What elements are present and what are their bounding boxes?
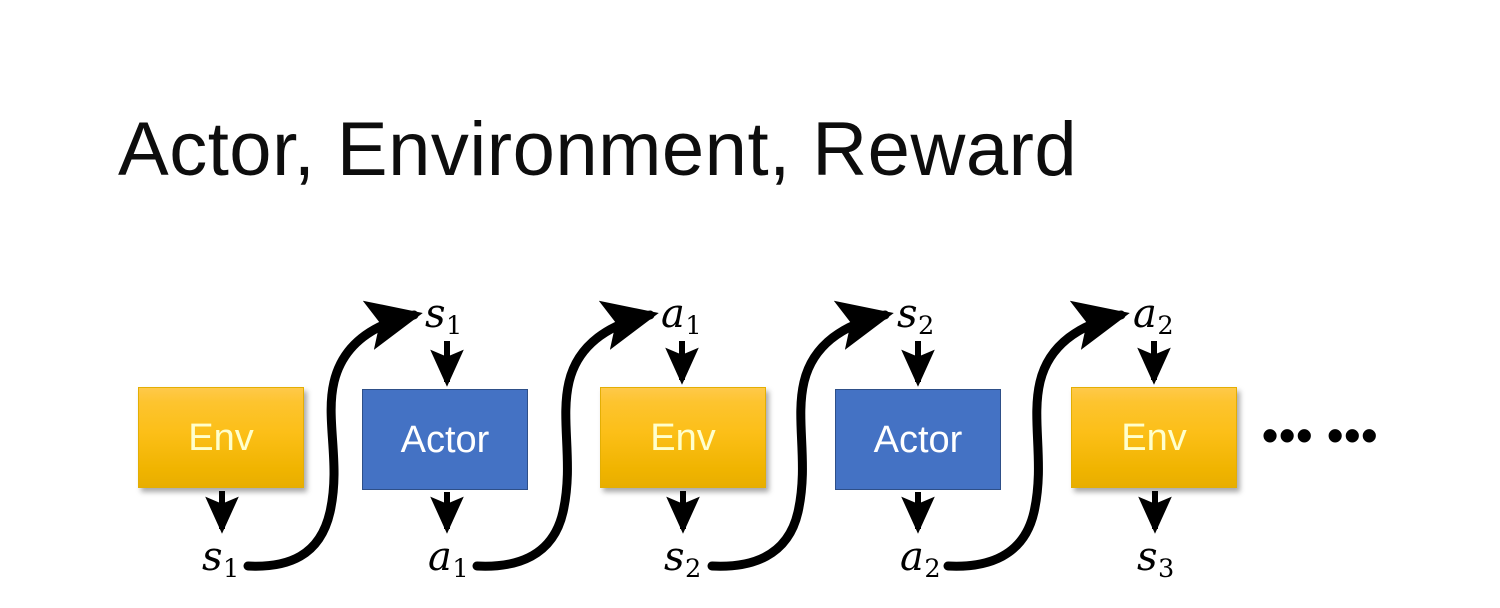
env-box-2-label: Env — [650, 416, 716, 459]
state-label-s2-bottom: s2 — [664, 537, 701, 583]
var-subscript: 3 — [1158, 554, 1175, 585]
var-subscript: 2 — [924, 554, 941, 585]
actor-box-2-label: Actor — [873, 418, 963, 461]
actor-box-2[interactable]: Actor — [835, 389, 1001, 490]
env-box-1[interactable]: Env — [138, 387, 304, 488]
feedback-curves — [243, 300, 1130, 571]
feedback-curve-3 — [707, 300, 894, 571]
action-label-a1-top: a1 — [661, 294, 702, 340]
action-label-a2-bottom: a2 — [900, 537, 941, 583]
env-box-2[interactable]: Env — [600, 387, 766, 488]
var-base: s — [897, 291, 918, 337]
env-box-3-label: Env — [1121, 416, 1187, 459]
feedback-curve-2 — [472, 300, 659, 571]
arrows-label-to-box — [430, 341, 1171, 387]
var-base: s — [664, 534, 685, 580]
arrows-box-to-label — [205, 491, 1172, 534]
var-subscript: 2 — [918, 311, 935, 342]
env-box-3[interactable]: Env — [1071, 387, 1237, 488]
feedback-curve-4 — [943, 300, 1130, 571]
state-label-s3-bottom: s3 — [1137, 537, 1174, 583]
var-subscript: 1 — [223, 554, 240, 585]
var-base: a — [900, 534, 924, 580]
var-subscript: 2 — [685, 554, 702, 585]
var-base: a — [661, 291, 685, 337]
var-subscript: 1 — [446, 311, 463, 342]
state-label-s1-top: s1 — [425, 294, 462, 340]
var-base: s — [425, 291, 446, 337]
actor-box-1[interactable]: Actor — [362, 389, 528, 490]
var-base: a — [428, 534, 452, 580]
var-subscript: 1 — [452, 554, 469, 585]
var-base: s — [1137, 534, 1158, 580]
page-title: Actor, Environment, Reward — [118, 107, 1078, 192]
action-label-a1-bottom: a1 — [428, 537, 469, 583]
var-subscript: 2 — [1157, 311, 1174, 342]
var-base: s — [202, 534, 223, 580]
env-box-1-label: Env — [188, 416, 254, 459]
feedback-curve-1 — [243, 300, 423, 571]
action-label-a2-top: a2 — [1133, 294, 1174, 340]
state-label-s2-top: s2 — [897, 294, 934, 340]
actor-box-1-label: Actor — [400, 418, 490, 461]
state-label-s1-bottom: s1 — [202, 537, 239, 583]
var-subscript: 1 — [685, 311, 702, 342]
continuation-ellipsis: ••• ••• — [1262, 409, 1379, 461]
var-base: a — [1133, 291, 1157, 337]
